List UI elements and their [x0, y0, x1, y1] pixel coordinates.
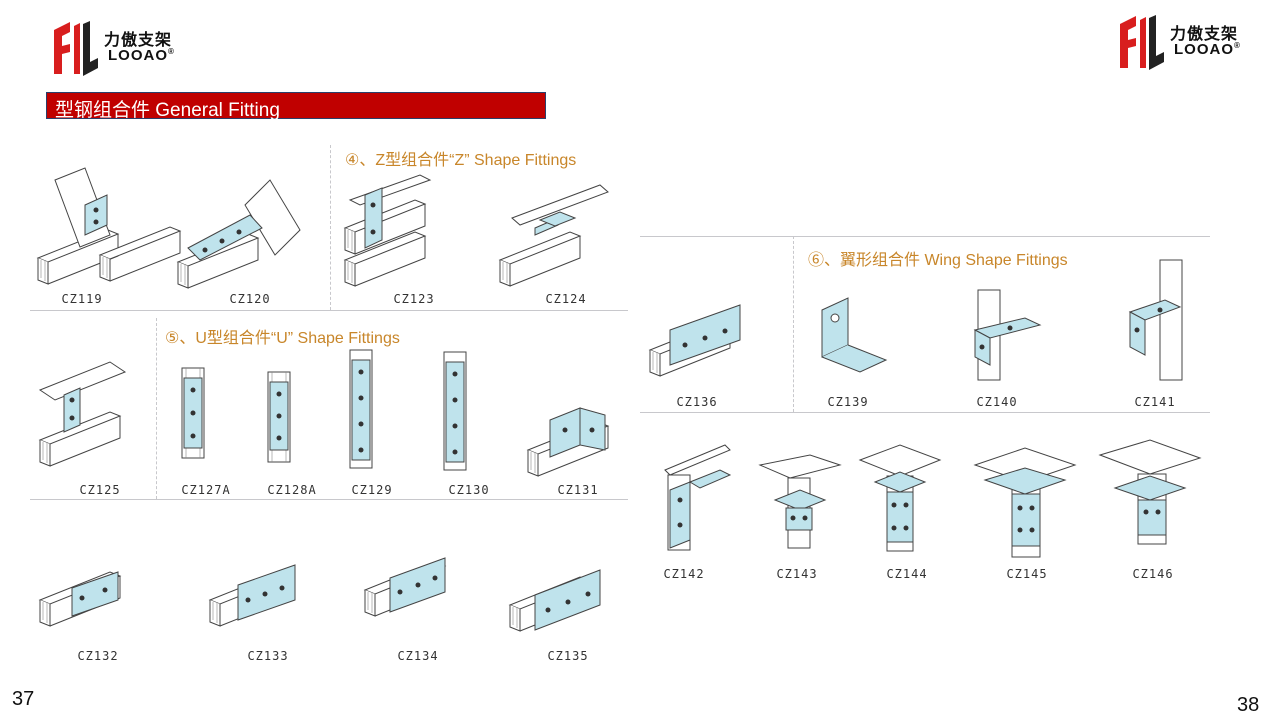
part-label: CZ131 — [557, 483, 599, 497]
part-label: CZ144 — [886, 567, 928, 581]
section-title-wing: ⑥、翼形组合件 Wing Shape Fittings — [808, 252, 1068, 269]
cz130-drawing — [443, 351, 467, 471]
cz136-drawing — [649, 304, 741, 377]
part-label: CZ136 — [676, 395, 718, 409]
divider — [30, 499, 628, 500]
divider — [330, 145, 331, 310]
cz143-drawing — [758, 454, 842, 549]
divider — [156, 318, 157, 499]
cz146-drawing — [1098, 439, 1202, 545]
page-number-left: 37 — [12, 688, 35, 710]
cz123-drawing — [344, 174, 432, 287]
divider — [30, 310, 628, 311]
part-label: CZ134 — [397, 649, 439, 663]
divider — [640, 412, 1210, 413]
part-label: CZ129 — [351, 483, 393, 497]
cz120-drawing — [177, 179, 301, 289]
part-label: CZ135 — [547, 649, 589, 663]
section-title-u: ⑤、U型组合件“U” Shape Fittings — [165, 330, 400, 347]
part-label: CZ130 — [448, 483, 490, 497]
part-label: CZ140 — [976, 395, 1018, 409]
cz124-drawing — [499, 184, 609, 287]
banner-title: 型钢组合件 General Fitting — [55, 100, 280, 121]
divider — [793, 236, 794, 412]
cz139-drawing — [821, 297, 888, 373]
logo-cn-text: 力傲支架 — [104, 30, 173, 49]
part-label: CZ143 — [776, 567, 818, 581]
logo-left: 力傲支架 LOOAO® — [50, 18, 190, 78]
cz140-drawing — [973, 289, 1042, 381]
cz128a-drawing — [267, 371, 291, 463]
part-label: CZ119 — [61, 292, 103, 306]
divider — [640, 236, 1210, 237]
part-label: CZ124 — [545, 292, 587, 306]
part-label: CZ120 — [229, 292, 271, 306]
cz119-drawing — [37, 167, 181, 285]
cz125-drawing — [38, 361, 127, 467]
logo-mark-icon — [1120, 15, 1164, 70]
part-label: CZ142 — [663, 567, 705, 581]
part-label: CZ128A — [267, 483, 317, 497]
page-number-right: 38 — [1237, 694, 1260, 716]
part-label: CZ123 — [393, 292, 435, 306]
part-label: CZ127A — [181, 483, 231, 497]
cz145-drawing — [973, 447, 1077, 558]
logo-mark-icon — [54, 21, 98, 76]
part-label: CZ145 — [1006, 567, 1048, 581]
cz129-drawing — [349, 349, 373, 469]
cz142-drawing — [664, 444, 732, 551]
section-banner: 型钢组合件 General Fitting — [46, 92, 546, 121]
cz133-drawing — [209, 564, 296, 627]
part-label: CZ139 — [827, 395, 869, 409]
logo-right: 力傲支架 LOOAO® — [1116, 12, 1256, 72]
logo-cn-text: 力傲支架 — [1170, 24, 1239, 43]
cz132-drawing — [39, 571, 121, 627]
cz144-drawing — [858, 444, 942, 552]
cz127a-drawing — [181, 367, 205, 459]
part-label: CZ125 — [79, 483, 121, 497]
cz135-drawing — [509, 569, 601, 632]
cz131-drawing — [527, 407, 609, 477]
part-label: CZ146 — [1132, 567, 1174, 581]
part-label: CZ141 — [1134, 395, 1176, 409]
logo-en-text: LOOAO® — [1174, 41, 1241, 58]
logo-en-text: LOOAO® — [108, 47, 175, 64]
part-label: CZ133 — [247, 649, 289, 663]
section-title-z: ④、Z型组合件“Z” Shape Fittings — [345, 152, 577, 169]
cz141-drawing — [1128, 259, 1183, 381]
cz134-drawing — [364, 557, 446, 617]
part-label: CZ132 — [77, 649, 119, 663]
